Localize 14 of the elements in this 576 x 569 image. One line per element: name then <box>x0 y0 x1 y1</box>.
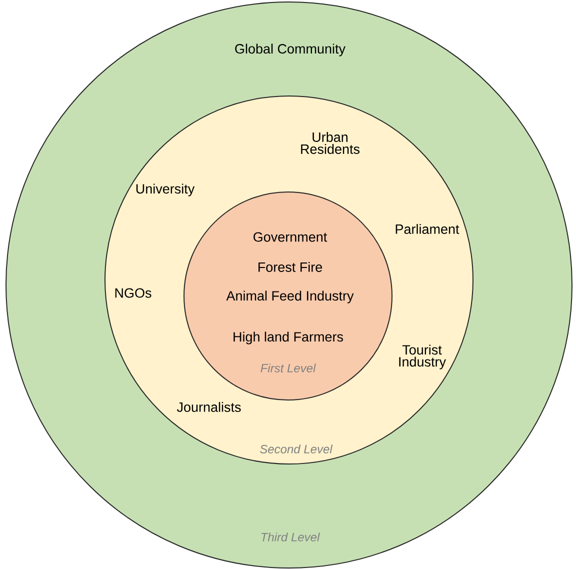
stakeholder-label: High land Farmers <box>234 332 343 344</box>
level-label: Second Level <box>260 444 333 454</box>
stakeholder-label: Parliament <box>396 224 460 234</box>
level-label: First Level <box>260 364 316 372</box>
stakeholder-label: Forest Fire <box>258 262 322 272</box>
stakeholder-label: Tourist Industry <box>399 344 446 370</box>
stakeholder-label: University <box>136 184 195 196</box>
stakeholder-label: Global Community <box>235 44 346 56</box>
stakeholder-label: Journalists <box>176 402 241 412</box>
level-label: Third Level <box>261 532 320 542</box>
stakeholder-label: Urban Residents <box>301 132 360 154</box>
stakeholder-label: NGOs <box>115 288 152 298</box>
stakeholder-label: Government <box>254 232 328 242</box>
stakeholder-label: Animal Feed Industry <box>226 290 354 304</box>
